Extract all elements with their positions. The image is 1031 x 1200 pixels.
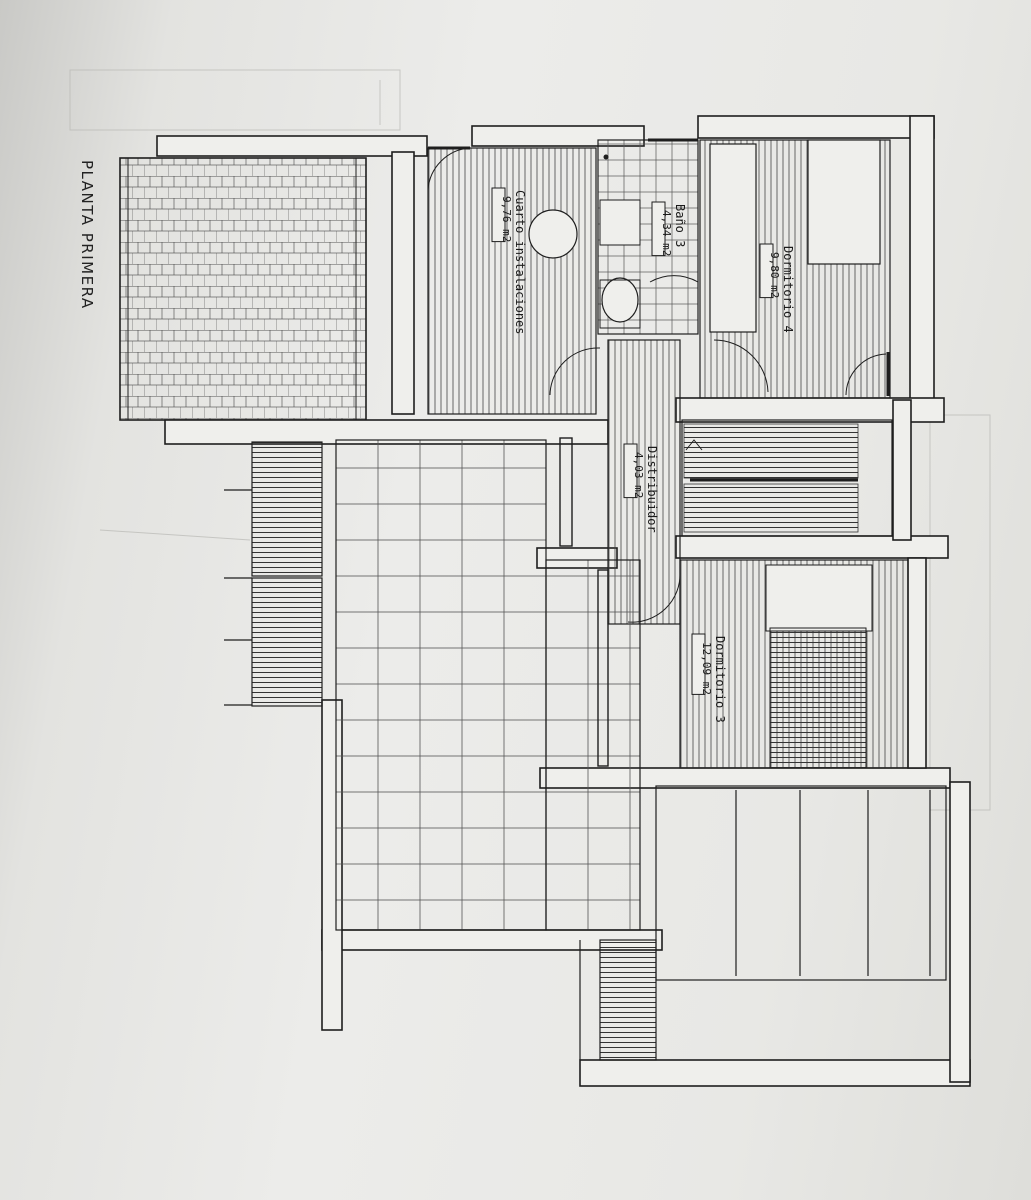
room-area: 12,09 m2 (700, 642, 713, 695)
room-label-dorm3: Dormitorio 312,09 m2 (691, 633, 727, 723)
room-area: 9,76 m2 (500, 196, 513, 242)
area-box (491, 187, 506, 243)
room-name: Dormitorio 4 (781, 246, 795, 333)
plan-title: PLANTA PRIMERA (78, 160, 96, 310)
room-name: Distribuidor (645, 446, 659, 533)
room-name: Baño 3 (673, 204, 687, 247)
room-area: 4,03 m2 (632, 452, 645, 498)
roof-tiles (119, 157, 367, 421)
room-area: 9,80 m2 (768, 252, 781, 298)
room-label-dorm4: Dormitorio 49,80 m2 (759, 243, 795, 333)
room-label-bano: Baño 34,34 m2 (651, 201, 687, 257)
lower-block (579, 785, 947, 1061)
room-bano (597, 138, 699, 335)
terrace (335, 437, 641, 931)
area-box (691, 633, 706, 695)
area-box (651, 201, 666, 257)
room-dorm4 (699, 139, 891, 399)
room-area: 4,34 m2 (660, 210, 673, 256)
stair-well (681, 419, 893, 537)
room-name: Dormitorio 3 (713, 636, 727, 723)
room-name: Cuarto instalaciones (513, 190, 527, 335)
area-box (759, 243, 774, 299)
area-box (623, 443, 638, 499)
room-cuarto (427, 146, 601, 415)
balcony-railings (224, 441, 323, 707)
room-dorm3 (679, 559, 909, 769)
